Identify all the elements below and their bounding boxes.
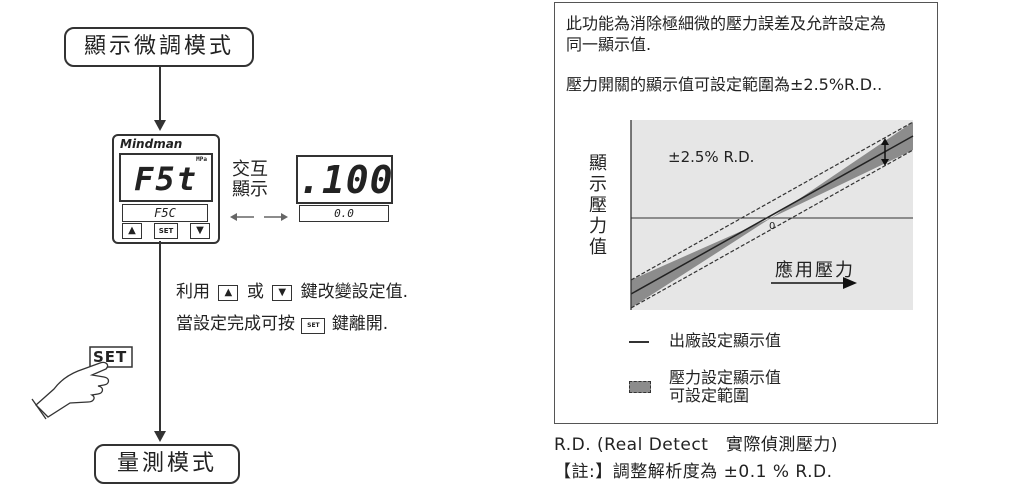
alternate-sub-display: 0.0 [299, 205, 389, 222]
up-key-button[interactable]: ▲ [122, 223, 142, 239]
description-line-3: 壓力開關的顯示值可設定範圍為±2.5%R.D.. [566, 75, 883, 94]
y-axis-label: 顯 示 壓 力 值 [589, 153, 607, 258]
device-main-display-text: F5t [134, 160, 198, 198]
flow-arrow-bottom [159, 241, 161, 434]
inline-down-key-icon: ▼ [272, 285, 293, 301]
flow-arrow-top [159, 67, 161, 122]
flow-arrow-top-head [154, 120, 166, 131]
factory-setting-line [630, 135, 914, 295]
adjustment-range-chart [630, 120, 914, 310]
down-key-button[interactable]: ▼ [190, 223, 210, 239]
pressure-switch-device: Mindman MPa F5t F5C ▲ SET ▼ [112, 134, 220, 244]
alternate-main-display-text: .100 [298, 158, 394, 202]
device-sub-display-text: F5C [154, 206, 176, 220]
device-sub-display: F5C [122, 204, 208, 222]
footer-line-1: R.D. (Real Detect 實際偵測壓力) [554, 435, 839, 455]
device-main-display: MPa F5t [119, 153, 213, 202]
measurement-mode-label: 量測模式 [116, 451, 217, 476]
alternate-main-display: .100 [296, 155, 393, 204]
flow-arrow-bottom-head [154, 431, 166, 442]
instruction-line-1: 利用 ▲ 或 ▼ 鍵改變設定值. [176, 282, 409, 302]
display-fine-tune-mode-box: 顯示微調模式 [64, 27, 254, 67]
origin-label: 0 [769, 221, 776, 232]
brand-logo: Mindman [120, 137, 183, 151]
alternate-display-label-1: 交互 [232, 159, 268, 180]
description-line-1: 此功能為消除極細微的壓力誤差及允許設定為 [566, 14, 887, 33]
alternate-sub-display-text: 0.0 [334, 207, 354, 220]
legend-band-swatch [629, 381, 651, 393]
inline-up-key-icon: ▲ [218, 285, 239, 301]
legend-band-label-1: 壓力設定顯示值 [669, 368, 782, 387]
hand-pressing-icon [31, 346, 133, 420]
measurement-mode-box: 量測模式 [94, 444, 240, 484]
legend-line-swatch [629, 341, 649, 343]
x-axis-label: 應用壓力 [775, 260, 855, 281]
footer-line-2: 【註:】調整解析度為 ±0.1 % R.D. [554, 462, 833, 482]
bidirectional-arrow-icon [230, 213, 288, 221]
tolerance-annotation: ±2.5% R.D. [668, 148, 755, 166]
legend-band-label-2: 可設定範圍 [669, 386, 750, 405]
description-panel: 此功能為消除極細微的壓力誤差及允許設定為 同一顯示值. 壓力開關的顯示值可設定範… [554, 2, 938, 424]
adjustment-band [631, 122, 913, 308]
alternate-display-label-2: 顯示 [232, 179, 268, 200]
instruction-line-2: 當設定完成可按 SET 鍵離開. [176, 314, 389, 334]
set-key-button[interactable]: SET [154, 223, 178, 239]
display-fine-tune-mode-label: 顯示微調模式 [83, 34, 234, 59]
description-line-2: 同一顯示值. [566, 35, 652, 54]
set-button-label[interactable]: SET [93, 348, 128, 366]
inline-set-key-icon: SET [301, 318, 326, 334]
legend-line-label: 出廠設定顯示值 [669, 331, 782, 350]
unit-label: MPa [196, 156, 207, 163]
